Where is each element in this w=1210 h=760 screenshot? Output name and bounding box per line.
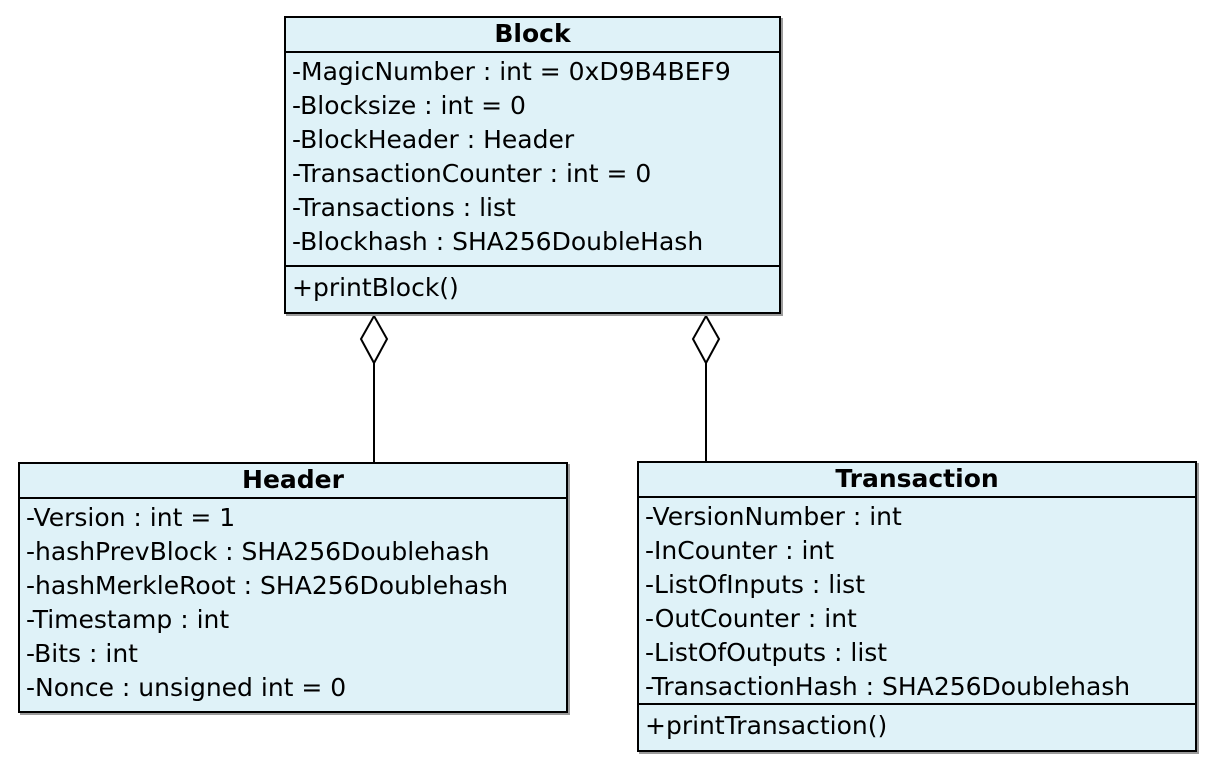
class-title-block: Block bbox=[494, 19, 571, 48]
class-box-block[interactable]: Block -MagicNumber : int = 0xD9B4BEF9 -Bl… bbox=[284, 16, 781, 314]
attribute-line: -MagicNumber : int = 0xD9B4BEF9 bbox=[292, 57, 731, 86]
attribute-line: -InCounter : int bbox=[645, 536, 835, 565]
attribute-line: -ListOfInputs : list bbox=[645, 570, 865, 599]
attribute-line: -Blockhash : SHA256DoubleHash bbox=[292, 227, 704, 256]
attribute-line: -OutCounter : int bbox=[645, 604, 857, 633]
aggregation-diamond-block-header bbox=[359, 313, 389, 366]
class-box-header[interactable]: Header -Version : int = 1 -hashPrevBlock … bbox=[18, 462, 568, 713]
attribute-line: -BlockHeader : Header bbox=[292, 125, 575, 154]
attribute-line: -TransactionHash : SHA256Doublehash bbox=[645, 672, 1131, 701]
attribute-line: -Transactions : list bbox=[292, 193, 516, 222]
method-line: +printBlock() bbox=[292, 273, 459, 302]
class-methods-block: +printBlock() bbox=[286, 265, 779, 312]
attribute-line: -Version : int = 1 bbox=[26, 503, 236, 532]
attribute-line: -VersionNumber : int bbox=[645, 502, 902, 531]
class-attributes-header: -Version : int = 1 -hashPrevBlock : SHA25… bbox=[20, 497, 566, 711]
class-methods-transaction: +printTransaction() bbox=[639, 703, 1195, 750]
attribute-line: -Timestamp : int bbox=[26, 605, 230, 634]
class-box-transaction[interactable]: Transaction -VersionNumber : int -InCount… bbox=[637, 461, 1197, 752]
class-attributes-transaction: -VersionNumber : int -InCounter : int -Lis… bbox=[639, 496, 1195, 703]
attribute-line: -Nonce : unsigned int = 0 bbox=[26, 673, 347, 702]
attribute-line: -TransactionCounter : int = 0 bbox=[292, 159, 652, 188]
attribute-line: -ListOfOutputs : list bbox=[645, 638, 888, 667]
attribute-line: -Blocksize : int = 0 bbox=[292, 91, 526, 120]
class-title-header: Header bbox=[242, 465, 344, 494]
attribute-line: -hashMerkleRoot : SHA256Doublehash bbox=[26, 571, 509, 600]
class-title-transaction: Transaction bbox=[835, 464, 999, 493]
method-line: +printTransaction() bbox=[645, 711, 888, 740]
aggregation-diamond-block-transaction bbox=[691, 313, 721, 366]
attribute-line: -Bits : int bbox=[26, 639, 138, 668]
class-attributes-block: -MagicNumber : int = 0xD9B4BEF9 -Blocksiz… bbox=[286, 51, 779, 265]
attribute-line: -hashPrevBlock : SHA256Doublehash bbox=[26, 537, 490, 566]
